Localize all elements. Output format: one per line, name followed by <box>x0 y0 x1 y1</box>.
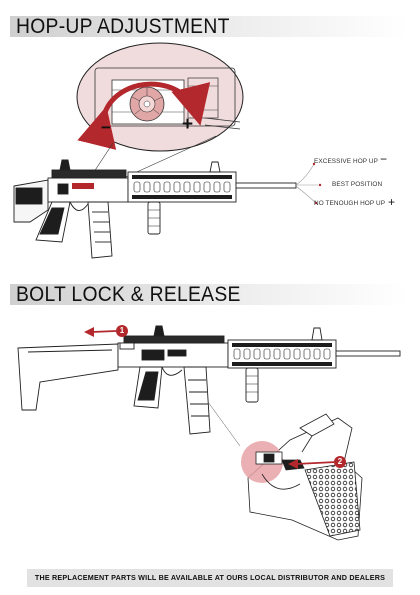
bolt-section-header: BOLT LOCK & RELEASE <box>10 282 408 308</box>
not-enough-hop-up-label: NO TENOUGH HOP UP <box>314 200 386 207</box>
hop-up-detail-oval <box>76 42 244 152</box>
hop-up-title: HOP-UP ADJUSTMENT <box>16 15 230 38</box>
plus-sign: + <box>182 114 194 135</box>
minus-sign-small: − <box>380 152 388 166</box>
step-2-arrow <box>288 459 337 469</box>
footer-text: THE REPLACEMENT PARTS WILL BE AVAILABLE … <box>34 573 386 582</box>
header-bar <box>10 284 408 305</box>
rifle-bottom-illustration <box>17 325 401 435</box>
trajectory-lines <box>295 163 318 204</box>
step-1-arrow <box>84 327 117 337</box>
step-2-number: 2 <box>337 457 343 466</box>
bolt-title: BOLT LOCK & RELEASE <box>16 283 241 306</box>
header-bar <box>10 16 408 37</box>
bolt-release-detail <box>241 413 363 541</box>
hop-up-section-header: HOP-UP ADJUSTMENT <box>10 14 408 40</box>
best-position-label: BEST POSITION <box>332 181 383 188</box>
step-2-badge: 2 <box>334 456 346 468</box>
footer-banner: THE REPLACEMENT PARTS WILL BE AVAILABLE … <box>27 569 393 587</box>
plus-sign-small: + <box>388 195 396 209</box>
minus-sign: − <box>101 118 111 137</box>
excessive-hop-up-label: EXCESSIVE HOP UP <box>314 158 378 165</box>
rifle-top-illustration <box>13 159 297 259</box>
step-1-badge: 1 <box>116 325 128 337</box>
excessive-hop-up-text: EXCESSIVE HOP UP <box>314 158 378 165</box>
step-1-number: 1 <box>119 326 125 335</box>
